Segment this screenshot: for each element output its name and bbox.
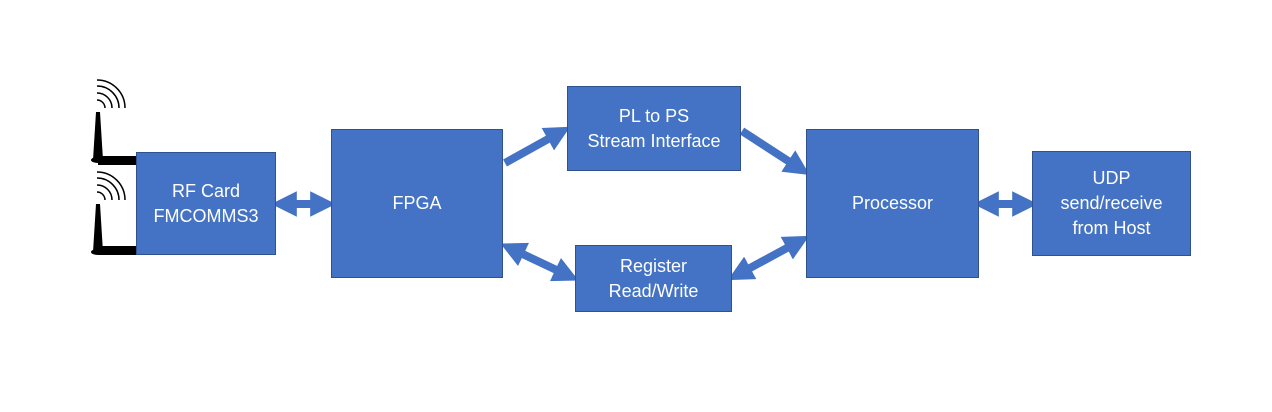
register-processor-connector — [727, 235, 810, 281]
fpga-register-connector — [500, 242, 579, 282]
fpga-label: FPGA — [392, 193, 442, 213]
udp-label-line3: from Host — [1072, 218, 1151, 238]
pl-to-ps-block: PL to PS Stream Interface — [567, 86, 741, 171]
pl-to-processor-connector — [739, 127, 810, 175]
fpga-block: FPGA — [331, 129, 503, 278]
fpga-to-pl-connector — [503, 126, 571, 167]
antenna-icon — [91, 79, 136, 165]
register-block: Register Read/Write — [575, 245, 732, 312]
processor-block: Processor — [806, 129, 979, 278]
rf-card-label-line1: RF Card — [171, 180, 240, 201]
udp-label-line2: send/receive — [1060, 193, 1163, 213]
udp-block: UDP send/receive from Host — [1032, 151, 1191, 256]
antenna-icon — [91, 171, 136, 255]
pl-to-ps-label-line2: Stream Interface — [587, 130, 721, 151]
register-label-line1: Register — [619, 255, 688, 276]
udp-label-line1: UDP — [1092, 168, 1131, 188]
processor-label: Processor — [851, 193, 934, 213]
rf-card-block: RF Card FMCOMMS3 — [136, 152, 276, 255]
register-label-line2: Read/Write — [608, 280, 699, 301]
rf-card-label-line2: FMCOMMS3 — [153, 205, 259, 226]
pl-to-ps-label-line1: PL to PS — [618, 105, 690, 126]
